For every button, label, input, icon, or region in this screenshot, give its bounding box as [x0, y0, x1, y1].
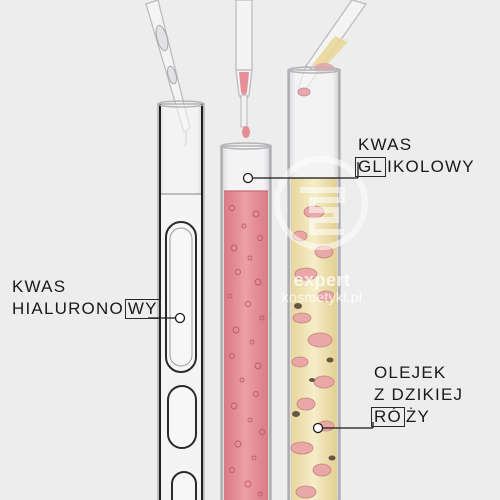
- label-glycolic-boxed: GL: [355, 157, 387, 177]
- callout-hyaluronic: [148, 312, 186, 324]
- label-rosehip-line-1: OLEJEK: [374, 363, 447, 382]
- pipette-middle: [235, 0, 253, 138]
- label-hyaluronic-line-1: KWAS: [12, 277, 67, 296]
- pipette-left: [145, 0, 191, 147]
- watermark-logo: [274, 156, 368, 250]
- label-glycolic-line-1: KWAS: [358, 135, 413, 154]
- label-rosehip-suffix: ŻY: [405, 407, 431, 426]
- label-glycolic-suffix: IKOLOWY: [387, 157, 475, 176]
- label-rosehip-boxed: RÓ: [371, 407, 405, 427]
- watermark-text: expert kosmetyki.pl: [262, 270, 382, 305]
- label-hyaluronic-prefix: HIALURONO: [12, 299, 124, 318]
- watermark-line-2: kosmetyki.pl: [281, 289, 363, 305]
- callout-rosehip: [312, 422, 374, 434]
- callout-glycolic: [242, 162, 359, 184]
- tube-middle: [220, 142, 272, 500]
- watermark-line-1: expert: [293, 270, 351, 290]
- label-rosehip-line-2: Z DZIKIEJ: [374, 385, 464, 404]
- label-hyaluronic-boxed: WY: [124, 299, 161, 319]
- tube-left: [157, 100, 205, 500]
